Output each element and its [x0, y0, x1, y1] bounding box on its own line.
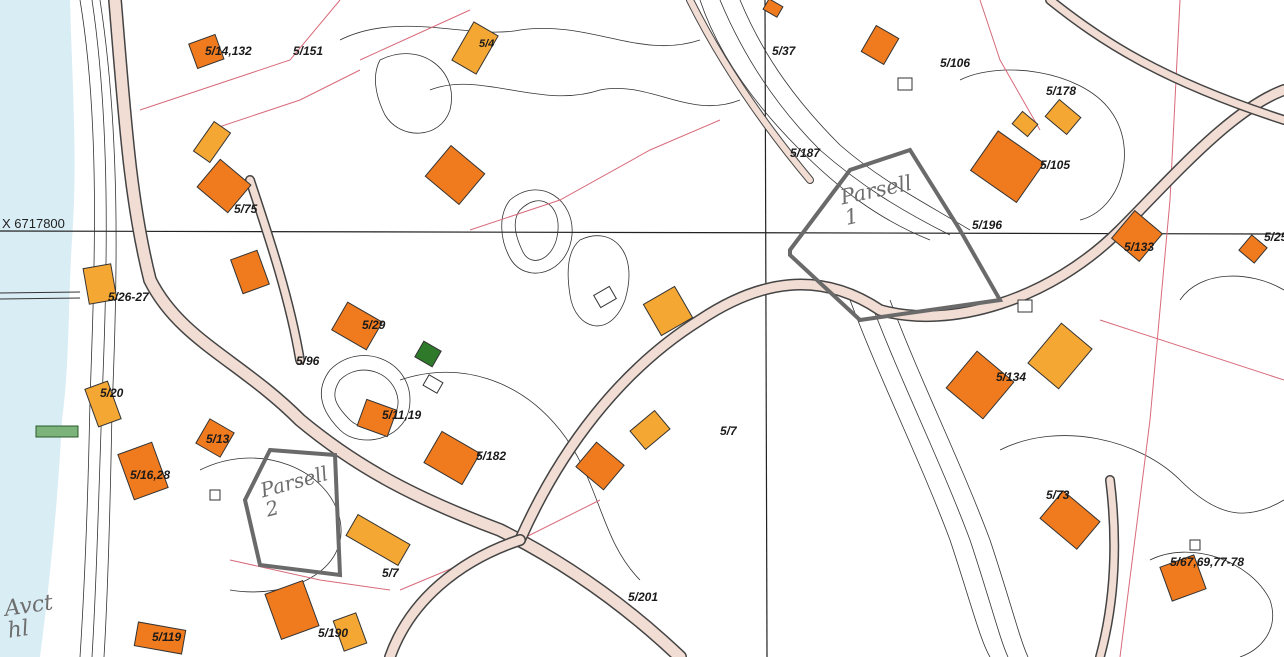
parcel-label: 5/106: [940, 56, 971, 70]
building: [1011, 110, 1039, 138]
parcel-sketches: [242, 147, 1004, 578]
parcel-label: 5/119: [152, 630, 182, 644]
parcel-label: 5/13: [206, 432, 230, 446]
building: [762, 0, 784, 18]
building: [188, 33, 225, 70]
building: [414, 340, 442, 368]
building: [575, 441, 625, 491]
building: [332, 612, 368, 652]
building: [82, 263, 118, 305]
parcel-label: 5/29: [362, 318, 386, 332]
building: [345, 513, 411, 567]
building: [1110, 209, 1164, 263]
parcel-label: 5/151: [293, 44, 324, 58]
building: [117, 441, 169, 501]
parcel-label: 5/26-27: [108, 290, 149, 304]
building: [451, 21, 499, 75]
building: [230, 249, 270, 295]
building: [195, 418, 235, 458]
building: [330, 301, 384, 351]
parcel-label: 5/182: [476, 449, 507, 463]
parcel-label: 5/190: [318, 626, 349, 640]
parcel-label: 5/20: [100, 386, 124, 400]
building: [356, 398, 398, 438]
water-area: [0, 0, 75, 657]
parcel-label: 5/7: [720, 424, 737, 438]
parcel-label: 5/11,19: [382, 408, 422, 422]
building: [424, 144, 486, 206]
parcel-label: 5/4: [479, 38, 495, 50]
parcel-label: 5/37: [772, 44, 796, 58]
building: [84, 380, 122, 428]
building: [945, 350, 1015, 420]
contour-lines: [79, 0, 1284, 657]
parcel-label: 5/16,28: [130, 468, 171, 482]
parcel-label: 5/196: [972, 218, 1003, 232]
parcel-label: 5/7: [382, 566, 399, 580]
building: [1039, 490, 1101, 550]
parcel-label: 5/67,69,77-78: [1170, 555, 1245, 569]
building: [264, 579, 320, 641]
parcel-label: 5/14,132: [205, 44, 252, 58]
parcel-label: 5/201: [628, 590, 659, 604]
building: [192, 120, 232, 164]
parcel-label: 5/134: [996, 370, 1027, 384]
building: [860, 24, 900, 66]
building: [969, 130, 1045, 204]
building: [1044, 98, 1082, 136]
parcel-label: 5/25: [1264, 230, 1284, 244]
building: [196, 158, 252, 214]
parcel-label: 5/178: [1046, 84, 1077, 98]
parcel-label: 5/187: [790, 146, 821, 160]
building: [133, 621, 187, 655]
building: [642, 285, 694, 337]
grid-line-horizontal: [0, 230, 1284, 235]
roads: [108, 0, 1284, 657]
buildings: [82, 0, 1268, 655]
parcel-label: 5/75: [234, 202, 258, 216]
building: [423, 430, 481, 486]
coordinate-label: X 6717800: [2, 216, 65, 231]
parcel-label: 5/133: [1124, 240, 1155, 254]
parcel-label: 5/105: [1040, 158, 1071, 172]
building: [1238, 234, 1268, 264]
pier: [0, 291, 81, 300]
parcel-label: 5/96: [296, 354, 320, 368]
parcel-label: 5/73: [1046, 488, 1070, 502]
building: [629, 409, 671, 451]
sheds: [209, 77, 1201, 551]
grid-line-vertical: [764, 0, 768, 657]
building: [1027, 322, 1093, 390]
building: [1159, 554, 1207, 602]
pier-end-marker: [35, 425, 79, 438]
